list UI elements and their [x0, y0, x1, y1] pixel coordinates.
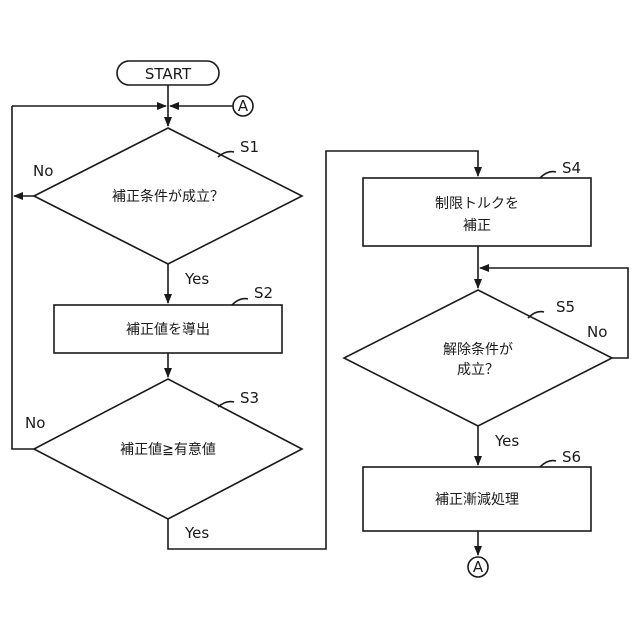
- s5-yes-label: Yes: [494, 432, 519, 450]
- s4-leader: [540, 172, 556, 178]
- s1-no-label: No: [33, 162, 53, 180]
- s6-step-label: S6: [562, 448, 581, 466]
- flow-s3-no-loop: [12, 106, 34, 449]
- s4-text-line1: 制限トルクを: [435, 196, 519, 212]
- start-label: START: [145, 65, 192, 83]
- s4-step-label: S4: [562, 159, 581, 177]
- s6-text: 補正漸減処理: [435, 491, 519, 508]
- s2-text: 補正値を導出: [126, 322, 210, 338]
- connector-a-top: A: [233, 96, 253, 116]
- connector-a-bottom: A: [468, 557, 488, 577]
- start-terminal: START: [117, 61, 219, 85]
- s2-process: 補正値を導出: [54, 305, 282, 353]
- s4-process: 制限トルクを 補正: [363, 178, 591, 246]
- s3-yes-label: Yes: [184, 524, 209, 542]
- s3-no-label: No: [25, 414, 45, 432]
- s1-step-label: S1: [240, 138, 259, 156]
- s6-leader: [540, 461, 556, 467]
- s3-text: 補正値≧有意値: [120, 441, 216, 458]
- s2-leader: [232, 299, 248, 305]
- s1-text: 補正条件が成立？: [112, 188, 224, 205]
- s5-no-label: No: [587, 323, 607, 341]
- s1-decision: 補正条件が成立？: [34, 128, 302, 264]
- s6-process: 補正漸減処理: [363, 467, 591, 531]
- s2-step-label: S2: [254, 284, 273, 302]
- connector-a-top-label: A: [238, 97, 249, 115]
- s3-decision: 補正値≧有意値: [34, 379, 302, 519]
- connector-a-bottom-label: A: [473, 558, 484, 576]
- s5-step-label: S5: [556, 298, 575, 316]
- s4-text-line2: 補正: [463, 218, 491, 234]
- s5-text-line2: 成立？: [457, 362, 499, 378]
- s3-step-label: S3: [240, 389, 259, 407]
- s5-text-line1: 解除条件が: [443, 341, 513, 358]
- s1-yes-label: Yes: [184, 270, 209, 288]
